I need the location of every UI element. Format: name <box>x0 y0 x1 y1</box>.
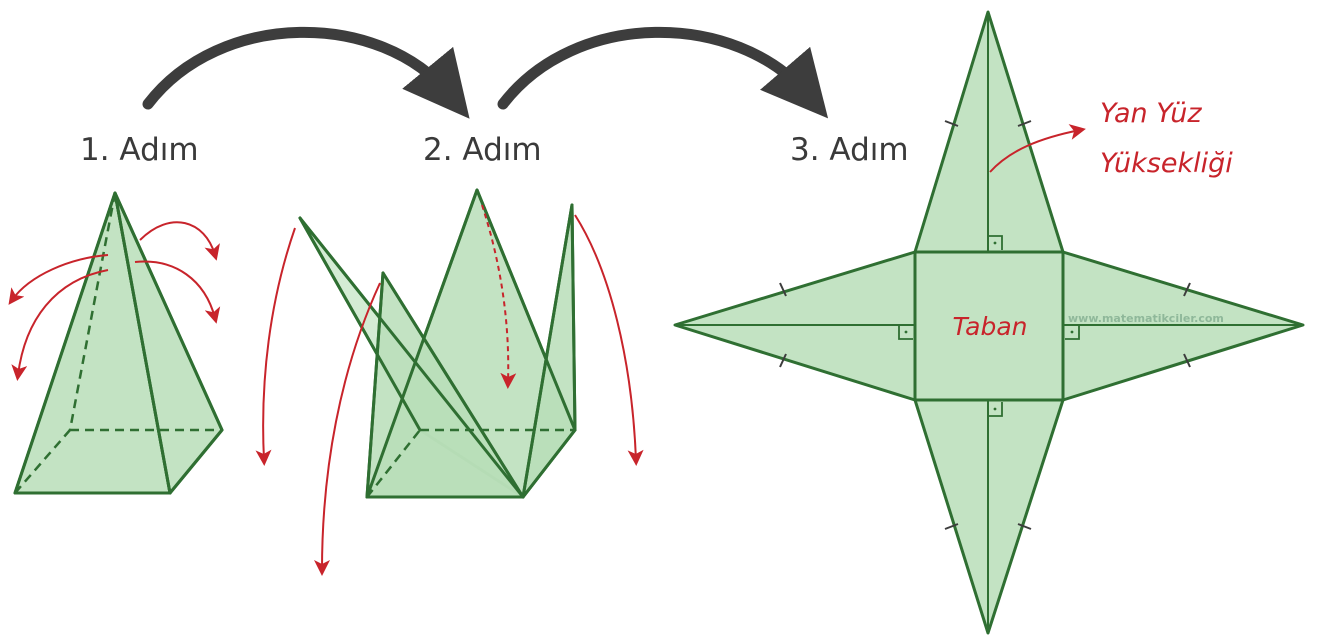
base-label: Taban <box>953 312 1028 341</box>
step-2-partial-unfold <box>255 188 644 576</box>
step-3-net: Taban www.matematikciler.com Yan Yüz Yük… <box>673 10 1305 635</box>
transition-arrow-2 <box>497 26 829 119</box>
step-1-label: 1. Adım <box>80 132 199 168</box>
transition-arrow-1 <box>142 26 470 119</box>
side-height-label-line1: Yan Yüz <box>1100 98 1202 129</box>
step-2-label: 2. Adım <box>423 132 542 168</box>
step-1-pyramid <box>8 191 224 495</box>
side-height-label-line2: Yüksekliği <box>1100 148 1233 179</box>
watermark: www.matematikciler.com <box>1068 312 1224 325</box>
step-3-label: 3. Adım <box>790 132 909 168</box>
